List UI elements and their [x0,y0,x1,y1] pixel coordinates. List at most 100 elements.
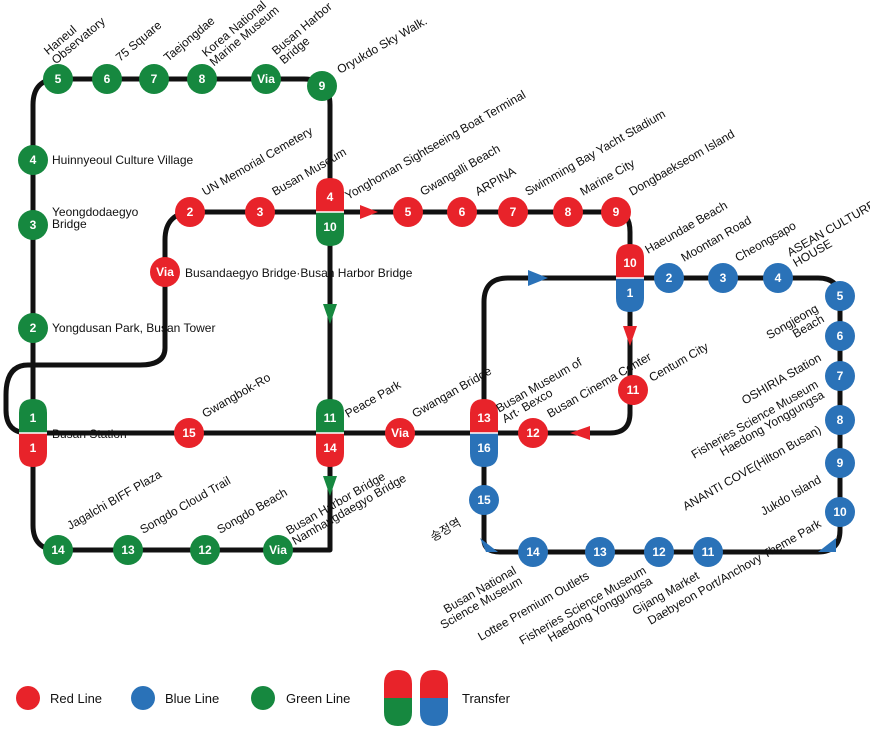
station-g7-marker[interactable] [139,64,169,94]
station-r2-marker[interactable] [175,197,205,227]
station-b2-marker[interactable] [654,263,684,293]
station-r11-marker[interactable] [618,375,648,405]
transfer-bexco-bottom-number: 16 [477,441,491,455]
transfer-busan_station-bottom[interactable] [19,433,47,467]
station-b11-marker[interactable] [693,537,723,567]
station-b4-label: ASEAN CULTUREHOUSE [785,197,870,269]
station-b15-number: 15 [477,493,491,507]
station-b13-marker[interactable] [585,537,615,567]
station-rvia_left-label: Busandaegyo Bridge·Busan Harbor Bridge [185,266,413,280]
station-r12-marker[interactable] [518,418,548,448]
station-r5-marker[interactable] [393,197,423,227]
station-g14-marker[interactable] [43,535,73,565]
station-b12-marker[interactable] [644,537,674,567]
station-g6-marker[interactable] [92,64,122,94]
station-b10-label: Daebyeon Port/Anchovy Theme Park [645,516,824,628]
arrow-right-icon [360,205,378,219]
transfer-haeundae-top[interactable] [616,244,644,278]
transfer-bexco-top[interactable] [470,399,498,433]
transfer-peace_park-top[interactable] [316,399,344,433]
legend-blue-label: Blue Line [165,691,219,706]
station-g3-marker[interactable] [18,210,48,240]
station-b15-marker[interactable] [469,485,499,515]
station-rvia_left-marker[interactable] [150,257,180,287]
station-r2-label: UN Memorial Cemetery [200,124,316,199]
station-b7-marker[interactable] [825,361,855,391]
station-gvia_bot-marker[interactable] [263,535,293,565]
station-b10-marker[interactable] [825,497,855,527]
station-b10-number: 10 [833,505,847,519]
station-b14-marker[interactable] [518,537,548,567]
transfer-peace_park-bottom[interactable] [316,433,344,467]
station-b8-marker[interactable] [825,405,855,435]
station-r15-marker[interactable] [174,418,204,448]
station-gvia_top-marker[interactable] [251,64,281,94]
transfer-peace_park-label: Peace Park [343,377,405,421]
station-g5-marker[interactable] [43,64,73,94]
transfer-busan_station-label: Busan Station [52,427,127,441]
station-b13-number: 13 [593,545,607,559]
station-b14-number: 14 [526,545,540,559]
station-g9-marker[interactable] [307,71,337,101]
station-r11-label: Centum City [647,339,711,384]
station-r3-number: 3 [257,205,264,219]
station-r7-marker[interactable] [498,197,528,227]
station-r8-marker[interactable] [553,197,583,227]
transfer-yonghoman-top[interactable] [316,178,344,212]
legend-red-swatch [16,686,40,710]
station-gvia_top-label: Busan HarborBridge [269,0,342,67]
station-r9-label: Dongbaekseom Island [627,127,737,199]
station-g12-marker[interactable] [190,535,220,565]
station-rvia_mid-marker[interactable] [385,418,415,448]
station-b6-number: 6 [837,329,844,343]
transfer-bexco-bottom[interactable] [470,433,498,467]
station-b8-number: 8 [837,413,844,427]
station-r6-marker[interactable] [447,197,477,227]
station-r3-marker[interactable] [245,197,275,227]
red-line-track-left [3,209,473,436]
station-r6-label: ARPINA [473,164,519,198]
station-g2-marker[interactable] [18,313,48,343]
arrow-up-icon [818,538,836,552]
arrow-down-icon [623,326,637,346]
station-r2-number: 2 [187,205,194,219]
station-b3-marker[interactable] [708,263,738,293]
transfer-busan_station-top[interactable] [19,399,47,433]
station-b7-number: 7 [837,369,844,383]
station-g4-marker[interactable] [18,145,48,175]
station-rvia_mid-number: Via [391,426,409,440]
station-b6-marker[interactable] [825,321,855,351]
station-b15[interactable]: 15 송정역 [428,485,499,544]
station-g5-number: 5 [55,72,62,86]
station-b4-number: 4 [775,271,782,285]
legend-transfer-label: Transfer [462,691,511,706]
station-g13-marker[interactable] [113,535,143,565]
transfer-yonghoman-bottom[interactable] [316,212,344,246]
station-b5-marker[interactable] [825,281,855,311]
station-g2-label: Yongdusan Park, Busan Tower [52,321,215,335]
station-b4-marker[interactable] [763,263,793,293]
station-g5-label: HaneulObservatory [41,5,108,67]
legend-transfer-swatch-red-green [384,670,412,726]
transfer-yonghoman-top-number: 4 [327,190,334,204]
station-b9-marker[interactable] [825,448,855,478]
station-g8-marker[interactable] [187,64,217,94]
station-r9-marker[interactable] [601,197,631,227]
station-gvia_bot-label: Busan Harbor BridgeNamhangdaegyo Bridge [284,460,409,547]
arrow-right-icon [528,270,548,286]
station-r15-number: 15 [182,426,196,440]
station-b15-label: 송정역 [428,515,464,544]
transfer-haeundae-bottom[interactable] [616,278,644,312]
